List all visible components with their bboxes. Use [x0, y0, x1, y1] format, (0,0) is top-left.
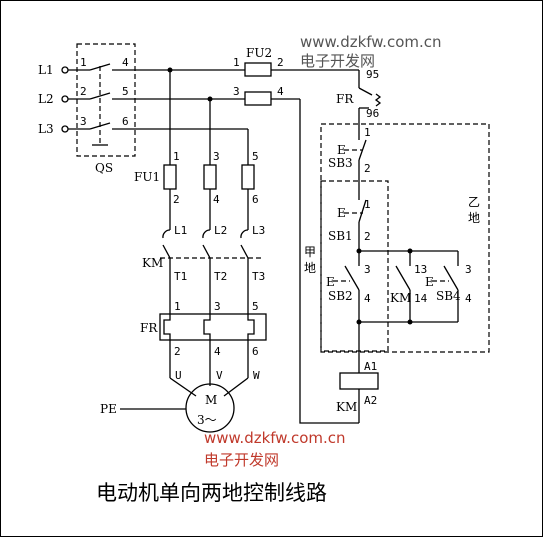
- watermark-top-name: 电子开发网: [300, 52, 375, 70]
- fr-terminal-2: 2: [174, 345, 181, 358]
- start-button-sb4: E SB4 3 4: [425, 263, 472, 322]
- fr-terminal-3: 3: [214, 300, 221, 313]
- sb2-terminal-3: 3: [364, 263, 371, 276]
- location-B-char1: 乙: [468, 195, 480, 209]
- label-FR: FR: [140, 321, 158, 335]
- motor-terminal-W: W: [253, 369, 260, 382]
- label-SB4: SB4: [436, 289, 461, 303]
- km-label-T2: T2: [214, 270, 227, 283]
- km-aux-14: 14: [414, 292, 428, 305]
- fr-terminal-4: 4: [214, 345, 221, 358]
- fr-nc-contact: 95 FR 96: [336, 68, 382, 124]
- km-label-T3: T3: [252, 270, 265, 283]
- location-B-box: [320, 123, 490, 353]
- km-aux-13: 13: [414, 263, 427, 276]
- fu1-terminal-6: 6: [252, 193, 259, 206]
- qs-terminal-6: 6: [122, 115, 129, 128]
- thermal-relay-fr: FR 1 3 5 2 4 6: [140, 300, 267, 378]
- sb4-E-symbol: E: [425, 275, 434, 289]
- label-L3: L3: [38, 122, 54, 136]
- motor-terminal-V: V: [216, 369, 223, 382]
- sb1-terminal-1: 1: [364, 198, 371, 211]
- qs-terminal-4: 4: [122, 56, 129, 69]
- km-label-L3: L3: [252, 224, 265, 237]
- km-aux-label: KM: [390, 291, 411, 305]
- sb3-terminal-2: 2: [364, 162, 371, 175]
- label-L2: L2: [38, 92, 54, 106]
- label-SB3: SB3: [328, 156, 353, 170]
- fu1-terminal-5: 5: [252, 150, 259, 163]
- fr-contact-label: FR: [336, 92, 354, 106]
- fu2-terminal-2: 2: [277, 56, 284, 69]
- motor-label-M: M: [205, 393, 217, 407]
- diagram-title: 电动机单向两地控制线路: [96, 481, 327, 505]
- coil-terminal-A2: A2: [364, 394, 377, 407]
- motor-label-3phase: 3～: [197, 413, 217, 427]
- fu2-terminal-1: 1: [233, 56, 240, 69]
- fr-terminal-5: 5: [252, 300, 259, 313]
- sb2-terminal-4: 4: [364, 292, 371, 305]
- km-label-L1: L1: [174, 224, 187, 237]
- stop-button-sb1: E SB1 1 2: [328, 196, 371, 251]
- qs-terminal-3: 3: [80, 115, 87, 128]
- label-SB2: SB2: [328, 289, 353, 303]
- stop-button-sb3: E SB3 1 2: [328, 124, 371, 196]
- fu1-terminal-4: 4: [213, 193, 220, 206]
- km-coil: A1 A2 KM: [336, 336, 379, 423]
- fu2-terminal-4: 4: [277, 85, 284, 98]
- motor-m: U V W M 3～ PE: [100, 369, 260, 433]
- km-label-T1: T1: [174, 270, 187, 283]
- watermark-bottom-url: www.dzkfw.com.cn: [204, 429, 346, 447]
- sb1-terminal-2: 2: [364, 230, 371, 243]
- location-A-box: [320, 180, 389, 352]
- fu1-terminal-1: 1: [173, 150, 180, 163]
- sb3-E-symbol: E: [337, 143, 346, 157]
- sb2-E-symbol: E: [326, 275, 335, 289]
- label-QS: QS: [95, 161, 113, 175]
- fr-contact-95: 95: [366, 68, 379, 81]
- sb3-terminal-1: 1: [364, 126, 371, 139]
- label-SB1: SB1: [328, 229, 353, 243]
- contactor-main-contacts: KM L1 L2 L3 T1 T2 T3: [142, 224, 265, 300]
- watermark-bottom-name: 电子开发网: [204, 451, 279, 469]
- label-FU1: FU1: [134, 170, 160, 184]
- coil-label-KM: KM: [336, 400, 357, 414]
- location-B-char2: 地: [468, 211, 480, 225]
- supply-terminals: L1 L2 L3: [38, 63, 69, 136]
- watermark-top-url: www.dzkfw.com.cn: [300, 33, 442, 51]
- fu1-terminal-3: 3: [213, 150, 220, 163]
- label-L1: L1: [38, 63, 54, 77]
- fu1-terminal-2: 2: [173, 193, 180, 206]
- qs-terminal-2: 2: [80, 85, 87, 98]
- qs-terminal-5: 5: [122, 85, 129, 98]
- label-PE: PE: [100, 402, 117, 416]
- motor-terminal-U: U: [175, 369, 182, 382]
- coil-terminal-A1: A1: [364, 360, 377, 373]
- location-A-char2: 地: [304, 261, 316, 275]
- fu2-terminal-3: 3: [233, 85, 240, 98]
- fr-contact-96: 96: [366, 107, 379, 120]
- qs-terminal-1: 1: [80, 56, 87, 69]
- km-aux-contact: 13 14 KM: [390, 263, 428, 322]
- sb4-terminal-3: 3: [465, 263, 472, 276]
- location-A-char1: 甲: [304, 245, 316, 259]
- km-label-L2: L2: [214, 224, 227, 237]
- sb1-E-symbol: E: [337, 206, 346, 220]
- fuse-fu2: FU2 1 2 3 4: [233, 46, 359, 106]
- label-KM-main: KM: [142, 256, 163, 270]
- start-button-sb2: E SB2 3 4: [326, 251, 371, 336]
- fr-terminal-1: 1: [174, 300, 181, 313]
- fr-terminal-6: 6: [252, 345, 259, 358]
- sb4-terminal-4: 4: [465, 292, 472, 305]
- label-FU2: FU2: [246, 46, 272, 60]
- switch-qs: 1 2 3 4 5 6 QS: [68, 43, 248, 175]
- fuse-fu1: FU1 1 2 3 4 5 6: [134, 150, 259, 206]
